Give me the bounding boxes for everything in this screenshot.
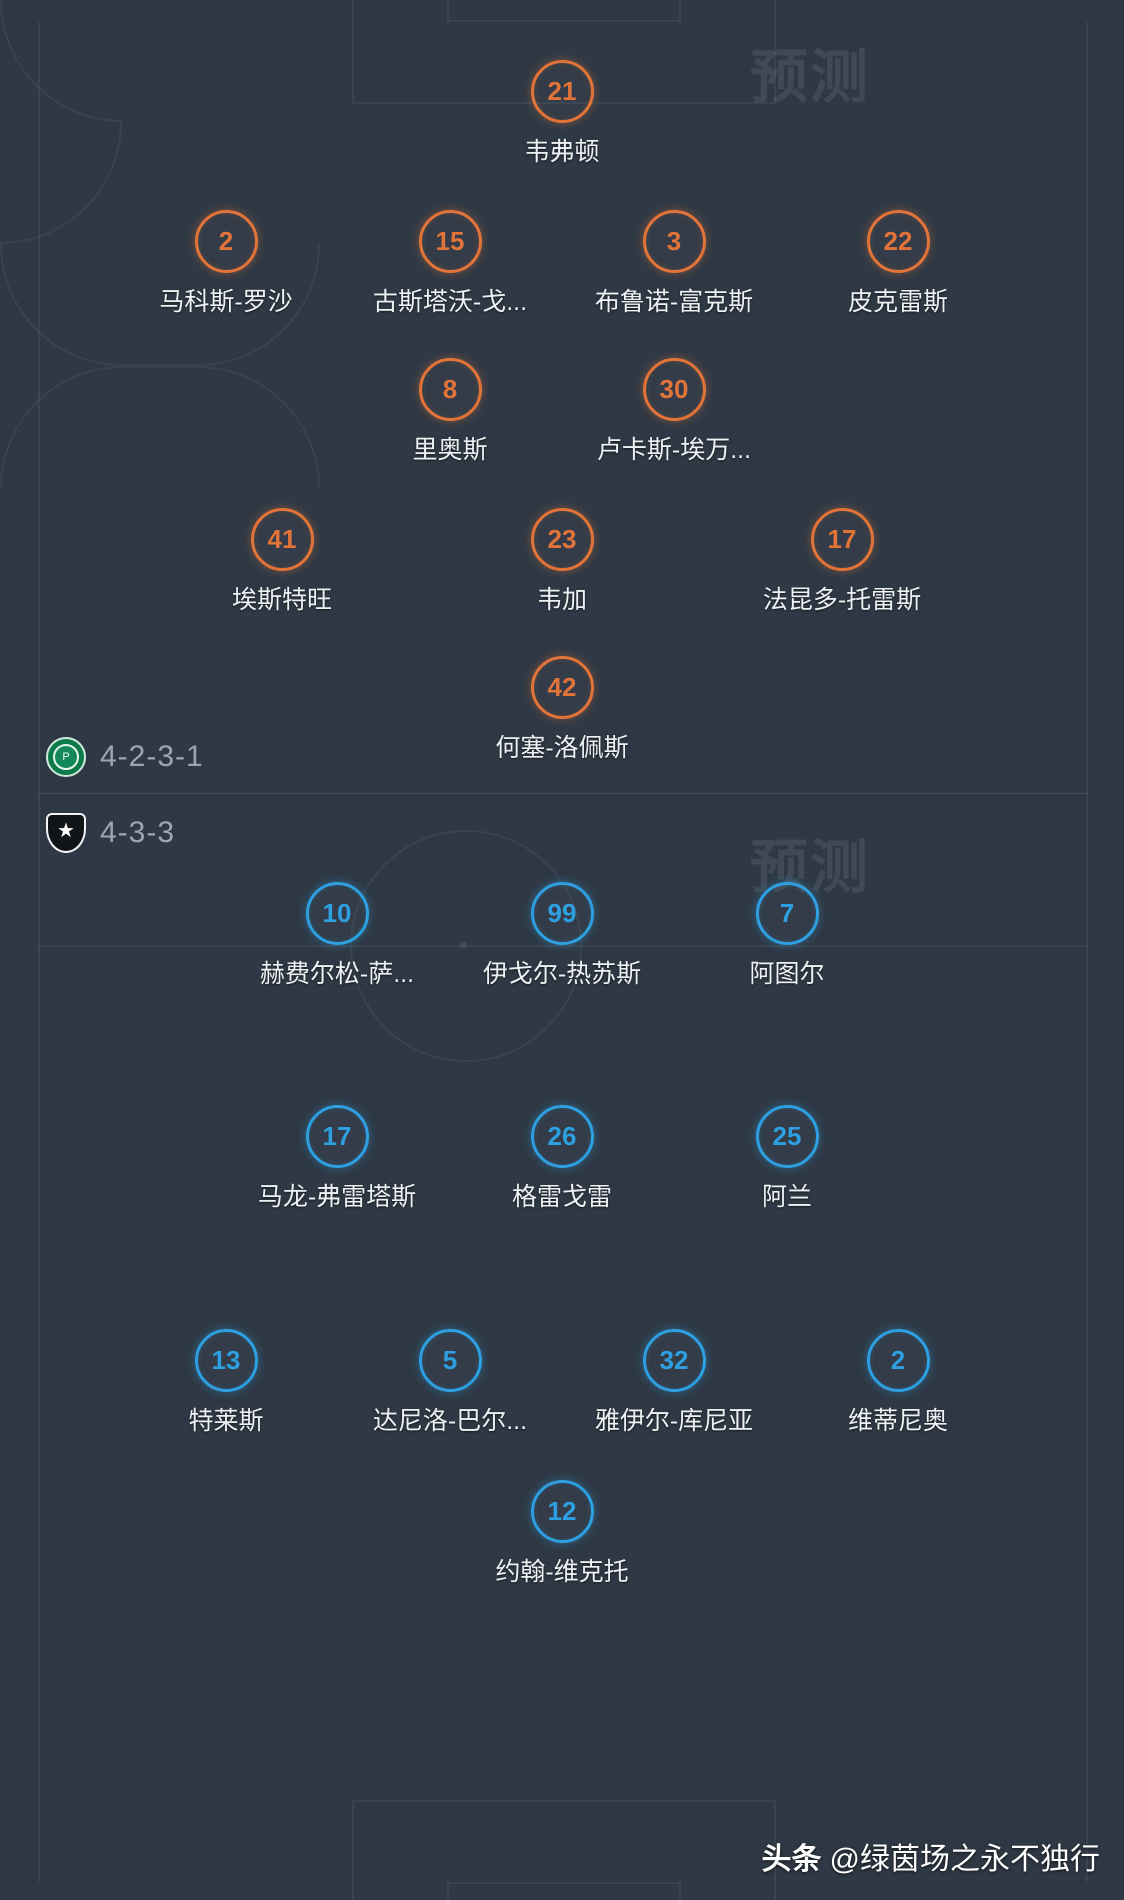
player-name-label: 马龙-弗雷塔斯 [257, 1183, 417, 1211]
player-name-label: 卢卡斯-埃万... [596, 436, 752, 464]
player-number-badge: 12 [530, 1480, 594, 1543]
player-away-10[interactable]: 10 赫费尔松-萨... [247, 882, 427, 990]
player-name-label: 布鲁诺-富克斯 [594, 288, 754, 316]
corner-arc-top-left [0, 0, 122, 122]
player-home-21[interactable]: 21 韦弗顿 [472, 60, 652, 168]
penalty-box-bottom [352, 1800, 776, 1900]
penalty-arc-bottom [0, 366, 320, 488]
formation-row-home[interactable]: P 4-2-3-1 [46, 730, 204, 784]
player-name-label: 赫费尔松-萨... [259, 960, 415, 988]
player-number-badge: 17 [305, 1105, 369, 1168]
player-away-25[interactable]: 25 阿兰 [697, 1105, 877, 1213]
player-name-label: 伊戈尔-热苏斯 [482, 960, 642, 988]
player-name-label: 特莱斯 [188, 1407, 264, 1435]
player-number-badge: 8 [418, 358, 482, 421]
touchline-right [1086, 22, 1088, 1882]
player-home-30[interactable]: 30 卢卡斯-埃万... [584, 358, 764, 466]
player-number-badge: 15 [418, 210, 482, 273]
credit-watermark: 头条 @绿茵场之永不独行 [762, 1834, 1100, 1878]
player-number-badge: 21 [530, 60, 594, 123]
player-away-32[interactable]: 32 雅伊尔-库尼亚 [584, 1329, 764, 1437]
player-home-2[interactable]: 2 马科斯-罗沙 [136, 210, 316, 318]
player-home-15[interactable]: 15 古斯塔沃-戈... [360, 210, 540, 318]
player-away-26[interactable]: 26 格雷戈雷 [472, 1105, 652, 1213]
away-formation-label: 4-3-3 [100, 816, 176, 849]
player-name-label: 皮克雷斯 [847, 288, 948, 316]
player-home-23[interactable]: 23 韦加 [472, 508, 652, 616]
player-name-label: 约翰-维克托 [495, 1558, 629, 1586]
player-away-5[interactable]: 5 达尼洛-巴尔... [360, 1329, 540, 1437]
player-home-41[interactable]: 41 埃斯特旺 [192, 508, 372, 616]
player-away-2[interactable]: 2 维蒂尼奥 [808, 1329, 988, 1437]
player-number-badge: 23 [530, 508, 594, 571]
touchline-left [38, 22, 40, 1882]
player-number-badge: 10 [305, 882, 369, 945]
player-number-badge: 5 [418, 1329, 482, 1392]
player-number-badge: 7 [755, 882, 819, 945]
player-name-label: 何塞-洛佩斯 [495, 734, 629, 762]
player-number-badge: 3 [642, 210, 706, 273]
player-name-label: 韦加 [536, 586, 587, 614]
player-away-12[interactable]: 12 约翰-维克托 [472, 1480, 652, 1588]
player-name-label: 韦弗顿 [524, 138, 600, 166]
player-home-22[interactable]: 22 皮克雷斯 [808, 210, 988, 318]
player-number-badge: 41 [250, 508, 314, 571]
player-number-badge: 2 [866, 1329, 930, 1392]
player-number-badge: 42 [530, 656, 594, 719]
player-number-badge: 22 [866, 210, 930, 273]
player-number-badge: 13 [194, 1329, 258, 1392]
formation-row-away[interactable]: ★ 4-3-3 [46, 806, 175, 860]
player-home-8[interactable]: 8 里奥斯 [360, 358, 540, 466]
player-number-badge: 17 [810, 508, 874, 571]
player-name-label: 阿图尔 [749, 960, 825, 988]
player-number-badge: 26 [530, 1105, 594, 1168]
player-name-label: 里奥斯 [412, 436, 488, 464]
palmeiras-badge-icon: P [46, 737, 86, 777]
player-number-badge: 25 [755, 1105, 819, 1168]
home-formation-label: 4-2-3-1 [100, 740, 204, 773]
palmeiras-badge-inner: P [53, 744, 79, 770]
player-name-label: 维蒂尼奥 [847, 1407, 948, 1435]
player-number-badge: 2 [194, 210, 258, 273]
player-name-label: 达尼洛-巴尔... [372, 1407, 528, 1435]
botafogo-badge-icon: ★ [46, 813, 86, 853]
center-spot [460, 941, 467, 948]
botafogo-star-icon: ★ [57, 820, 75, 842]
player-name-label: 格雷戈雷 [511, 1183, 612, 1211]
player-name-label: 古斯塔沃-戈... [372, 288, 528, 316]
player-away-7[interactable]: 7 阿图尔 [697, 882, 877, 990]
formation-divider [38, 793, 1088, 794]
player-name-label: 阿兰 [761, 1183, 812, 1211]
credit-platform: 头条 [761, 1843, 822, 1876]
watermark-prediction-top: 预测 [750, 45, 871, 110]
player-home-3[interactable]: 3 布鲁诺-富克斯 [584, 210, 764, 318]
player-number-badge: 32 [642, 1329, 706, 1392]
credit-handle: @绿茵场之永不独行 [829, 1843, 1100, 1876]
player-away-99[interactable]: 99 伊戈尔-热苏斯 [472, 882, 652, 990]
corner-arc-top-right [0, 122, 122, 244]
goal-area-bottom [447, 1882, 681, 1900]
player-away-17[interactable]: 17 马龙-弗雷塔斯 [247, 1105, 427, 1213]
player-name-label: 雅伊尔-库尼亚 [594, 1407, 754, 1435]
player-name-label: 埃斯特旺 [231, 586, 332, 614]
player-home-42[interactable]: 42 何塞-洛佩斯 [472, 656, 652, 764]
player-name-label: 法昆多-托雷斯 [762, 586, 922, 614]
player-number-badge: 30 [642, 358, 706, 421]
player-name-label: 马科斯-罗沙 [159, 288, 293, 316]
player-home-17[interactable]: 17 法昆多-托雷斯 [752, 508, 932, 616]
player-number-badge: 99 [530, 882, 594, 945]
player-away-13[interactable]: 13 特莱斯 [136, 1329, 316, 1437]
goal-area-top [447, 0, 681, 22]
